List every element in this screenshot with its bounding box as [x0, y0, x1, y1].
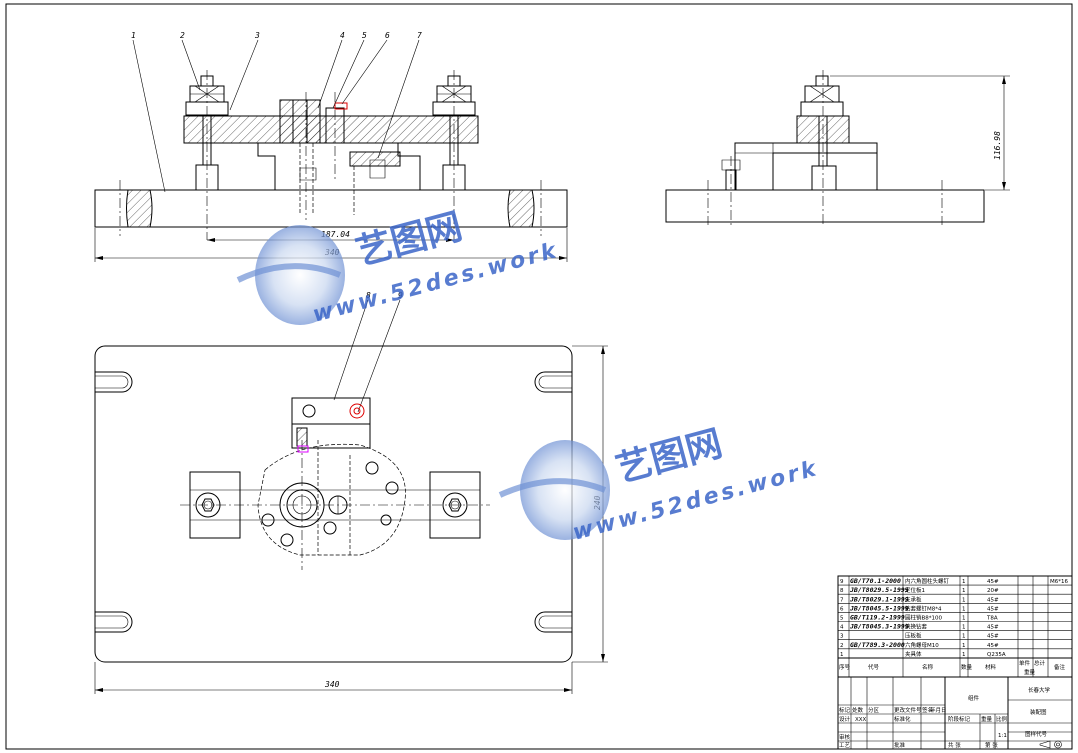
parts-cell-material: 45# — [987, 625, 999, 631]
title-division-label: 分区 — [868, 706, 880, 714]
parts-cell-qty: 1 — [962, 616, 966, 622]
parts-cell-no: 7 — [840, 597, 844, 603]
balloon-9: 9 — [398, 291, 403, 300]
parts-cell-material: 20# — [987, 588, 999, 594]
sheet-border — [5, 3, 1073, 750]
title-review-label: 审核 — [839, 733, 851, 741]
parts-cell-material: T8A — [986, 616, 998, 622]
parts-cell-name: 六角螺母M10 — [905, 641, 939, 649]
balloon-7: 7 — [417, 31, 422, 40]
title-scale-value: 1:1 — [998, 733, 1007, 739]
title-scale-label: 比例 — [996, 715, 1008, 723]
parts-cell-qty: 1 — [962, 606, 966, 612]
parts-header-note: 备注 — [1054, 663, 1066, 671]
balloon-1: 1 — [131, 31, 136, 40]
parts-header-weight: 重量 — [1024, 668, 1036, 676]
title-zones-label: 处数 — [852, 706, 864, 714]
watermark-brand-bottom: 艺图网 — [612, 423, 727, 491]
front-span-dim: 187.04 — [321, 230, 350, 239]
parts-cell-no: 6 — [840, 606, 844, 612]
title-drawing-code: 图样代号 — [1025, 730, 1048, 738]
parts-cell-material: 45# — [987, 579, 999, 585]
balloon-8: 8 — [366, 291, 371, 300]
parts-cell-note: M6*16 — [1050, 579, 1068, 585]
side-height-dim: 116.98 — [993, 131, 1002, 160]
parts-cell-material: 45# — [987, 634, 999, 640]
parts-cell-qty: 1 — [962, 625, 966, 631]
title-block: 组件 长春大学 装配图 图样代号 标记 处数 分区 更改文件号 签名 年月日 设… — [837, 676, 1073, 750]
title-name: 组件 — [968, 694, 980, 702]
parts-header-unit: 单件 — [1019, 659, 1031, 667]
balloon-6: 6 — [385, 31, 390, 40]
parts-header-qty: 数量 — [961, 663, 973, 671]
parts-cell-qty: 1 — [962, 652, 966, 658]
title-sign-label: 签名 — [922, 706, 933, 714]
parts-cell-no: 1 — [840, 652, 844, 658]
parts-header-no: 序号 — [839, 663, 851, 671]
parts-cell-name: 内六角圆柱头螺钉 — [905, 577, 950, 585]
parts-cell-name: 快换钻套 — [905, 623, 928, 631]
parts-cell-material: Q235A — [987, 652, 1006, 658]
parts-cell-code: JB/T8045.5-1999 — [849, 604, 909, 612]
parts-cell-no: 9 — [840, 579, 844, 585]
title-weight-label: 重量 — [981, 715, 993, 723]
title-date-label: 年月日 — [930, 706, 947, 714]
balloon-3: 3 — [254, 31, 260, 40]
watermark-bottom: 艺图网 www.52des.work — [498, 423, 821, 546]
title-drawing-name: 装配图 — [1030, 708, 1047, 716]
parts-cell-qty: 1 — [962, 579, 966, 585]
title-school: 长春大学 — [1028, 686, 1051, 694]
parts-cell-material: 45# — [987, 643, 999, 649]
projection-symbol-icon — [1039, 740, 1062, 749]
title-design-value: XXX — [855, 717, 867, 723]
parts-cell-name: 定位板1 — [905, 586, 925, 594]
title-sheet: 第 张 — [985, 741, 998, 749]
balloon-4: 4 — [340, 31, 345, 40]
parts-cell-code: JB/T8029.1-1999 — [849, 595, 909, 603]
parts-cell-qty: 1 — [962, 597, 966, 603]
parts-cell-code: GB/T119.2-1999 — [850, 614, 905, 622]
parts-cell-qty: 1 — [962, 643, 966, 649]
parts-cell-name: 钻套螺钉M8*4 — [905, 604, 942, 612]
parts-cell-material: 45# — [987, 597, 999, 603]
parts-header-total: 总计 — [1034, 659, 1046, 667]
parts-cell-no: 5 — [840, 616, 844, 622]
parts-cell-code: JB/T8045.3-1999 — [849, 623, 909, 631]
title-mark-label: 标记 — [839, 706, 851, 714]
parts-cell-code: GB/T70.1-2000 — [850, 577, 901, 585]
parts-cell-material: 45# — [987, 606, 999, 612]
parts-cell-no: 2 — [840, 643, 844, 649]
watermark-brand-top: 艺图网 — [352, 206, 467, 274]
title-sheets: 共 张 — [948, 741, 961, 749]
parts-cell-code: GB/T789.3-2000 — [850, 641, 905, 649]
parts-cell-no: 4 — [840, 625, 844, 631]
title-design-label: 设计 — [839, 715, 851, 723]
title-process-label: 工艺 — [839, 742, 851, 749]
title-stage-label: 阶段标记 — [948, 715, 971, 723]
parts-header-code: 代号 — [868, 663, 880, 671]
balloon-2: 2 — [180, 31, 185, 40]
parts-cell-qty: 1 — [962, 588, 966, 594]
parts-header-material: 材料 — [985, 663, 997, 671]
parts-cell-no: 8 — [840, 588, 844, 594]
title-doc-label: 更改文件号 — [894, 706, 922, 714]
parts-cell-name: 支承板 — [905, 595, 922, 603]
title-std-label: 标准化 — [894, 715, 911, 723]
parts-header-name: 名称 — [922, 663, 934, 671]
parts-cell-name: 圆柱销B8*100 — [905, 614, 943, 622]
parts-cell-no: 3 — [840, 634, 844, 640]
plan-width-dim: 340 — [324, 680, 340, 689]
balloon-5: 5 — [362, 31, 367, 40]
side-view: 116.98 — [665, 70, 1010, 225]
parts-cell-qty: 1 — [962, 634, 966, 640]
parts-cell-name: 夹具体 — [905, 650, 922, 658]
parts-cell-name: 压板板 — [905, 632, 922, 640]
parts-cell-code: JB/T8029.5-1999 — [849, 586, 909, 594]
title-approve-label: 批准 — [894, 741, 906, 749]
front-view: 340 187.04 1 2 3 4 5 6 7 8 9 — [94, 31, 568, 413]
leader-lines — [132, 39, 420, 413]
